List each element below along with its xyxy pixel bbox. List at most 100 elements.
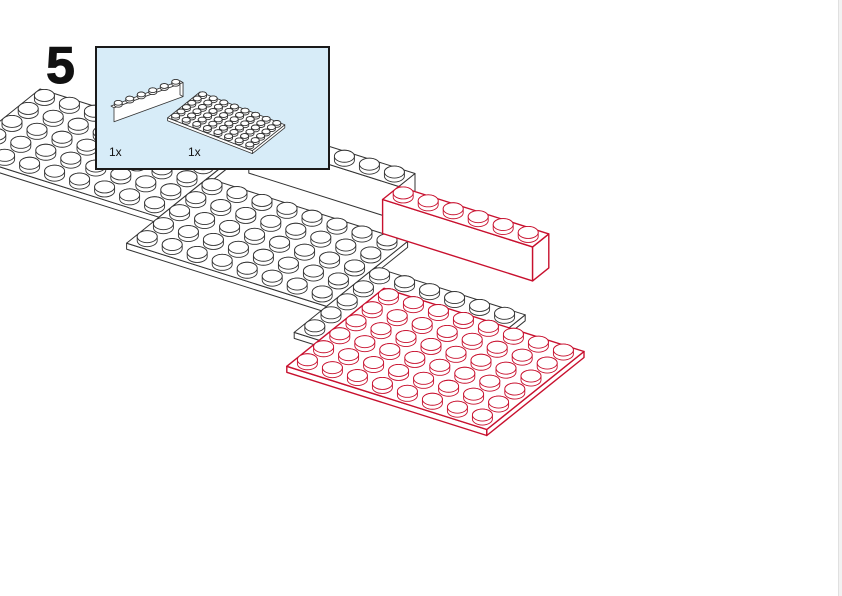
stud [536,356,558,374]
plate-quantity: 1x [188,145,201,159]
stud [336,293,358,311]
stud [210,199,232,216]
stud [60,151,82,169]
stud [113,99,123,108]
stud [346,369,368,386]
stud [361,301,383,319]
stud [311,285,333,303]
stud [176,170,198,188]
stud [320,306,342,324]
stud [461,332,483,350]
stud [446,400,468,418]
stud [370,322,392,340]
stud [344,259,366,277]
stud [19,156,41,174]
stud [277,256,299,274]
stud [67,117,89,135]
stud [252,248,274,266]
stud [429,358,451,376]
stud [527,335,549,353]
stud [202,232,224,250]
stud [358,157,380,175]
stud [396,384,418,402]
stud [442,202,464,220]
stud [379,343,401,360]
stud [234,137,244,146]
stud [467,210,489,228]
page-edge [838,0,842,596]
stud [110,167,132,185]
stud [383,165,405,183]
stud [427,304,449,321]
new-brick-1x6 [381,185,550,282]
stud [479,374,501,392]
stud [321,361,343,379]
stud [187,112,197,121]
stud [488,395,510,413]
stud [194,212,216,229]
stud [227,240,249,258]
stud [351,225,373,243]
stud [119,188,141,206]
stud [417,194,439,212]
stud [136,91,146,100]
stud [469,299,491,316]
stud [125,95,135,104]
stud [392,186,414,204]
stud [17,101,39,119]
stud [251,193,273,211]
stud [470,353,492,371]
stud [552,343,574,361]
stud [313,340,335,358]
stud [504,382,526,400]
stud [135,175,157,193]
new-plate-6x8 [286,287,585,437]
stud [354,335,376,353]
stud [69,172,91,190]
stud [186,245,208,263]
stud [471,408,493,426]
stud [42,109,64,127]
stud [394,275,416,293]
stud [294,243,316,261]
stud [276,201,298,219]
stud [486,340,508,358]
stud [319,251,341,269]
stud [224,133,234,142]
stud [352,280,374,298]
stud [436,325,458,342]
stud [511,348,533,366]
stud [76,138,98,156]
stud [224,107,234,116]
stud [177,225,199,242]
stud [492,218,514,235]
stud [420,338,442,355]
stud [296,353,318,371]
stud [201,178,223,196]
stud [58,96,80,114]
parts-callout: 1x 1x [95,46,330,170]
stud [371,377,393,394]
stud [395,330,417,347]
stud [419,283,441,301]
stud [326,217,348,235]
stud [302,264,324,282]
stud [35,143,57,161]
stud [160,183,182,201]
stud [159,83,169,91]
stud [181,116,191,125]
stud [452,312,474,329]
stud [495,361,517,379]
stud [197,104,207,112]
stud [454,366,476,384]
stud [520,369,542,387]
stud [444,291,466,308]
stud [272,120,282,128]
stud [171,112,181,121]
stud [377,288,399,306]
brick-1x6-icon [110,78,184,123]
stud [402,296,424,314]
stud [161,238,183,255]
stud [269,235,291,253]
plate-6x8-icon [167,91,286,154]
